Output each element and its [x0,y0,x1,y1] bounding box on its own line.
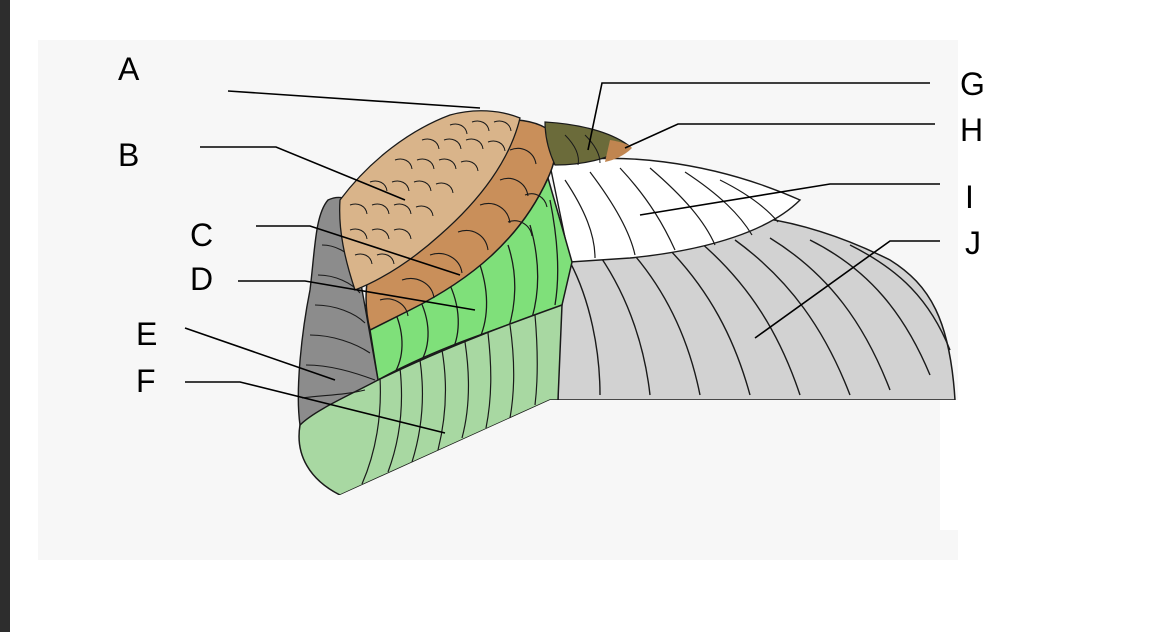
label-j: J [965,225,981,261]
label-b: B [118,137,139,173]
bird-wing-diagram: A B C D E F G H I J [10,0,1175,632]
label-d: D [190,261,213,297]
diagram-canvas: A B C D E F G H I J [10,0,1175,632]
scan-edge [940,400,960,530]
label-h: H [960,112,983,148]
label-i: I [965,179,974,215]
label-e: E [136,316,157,352]
label-c: C [190,217,213,253]
label-a: A [118,51,140,87]
label-f: F [136,363,156,399]
label-g: G [960,66,985,102]
